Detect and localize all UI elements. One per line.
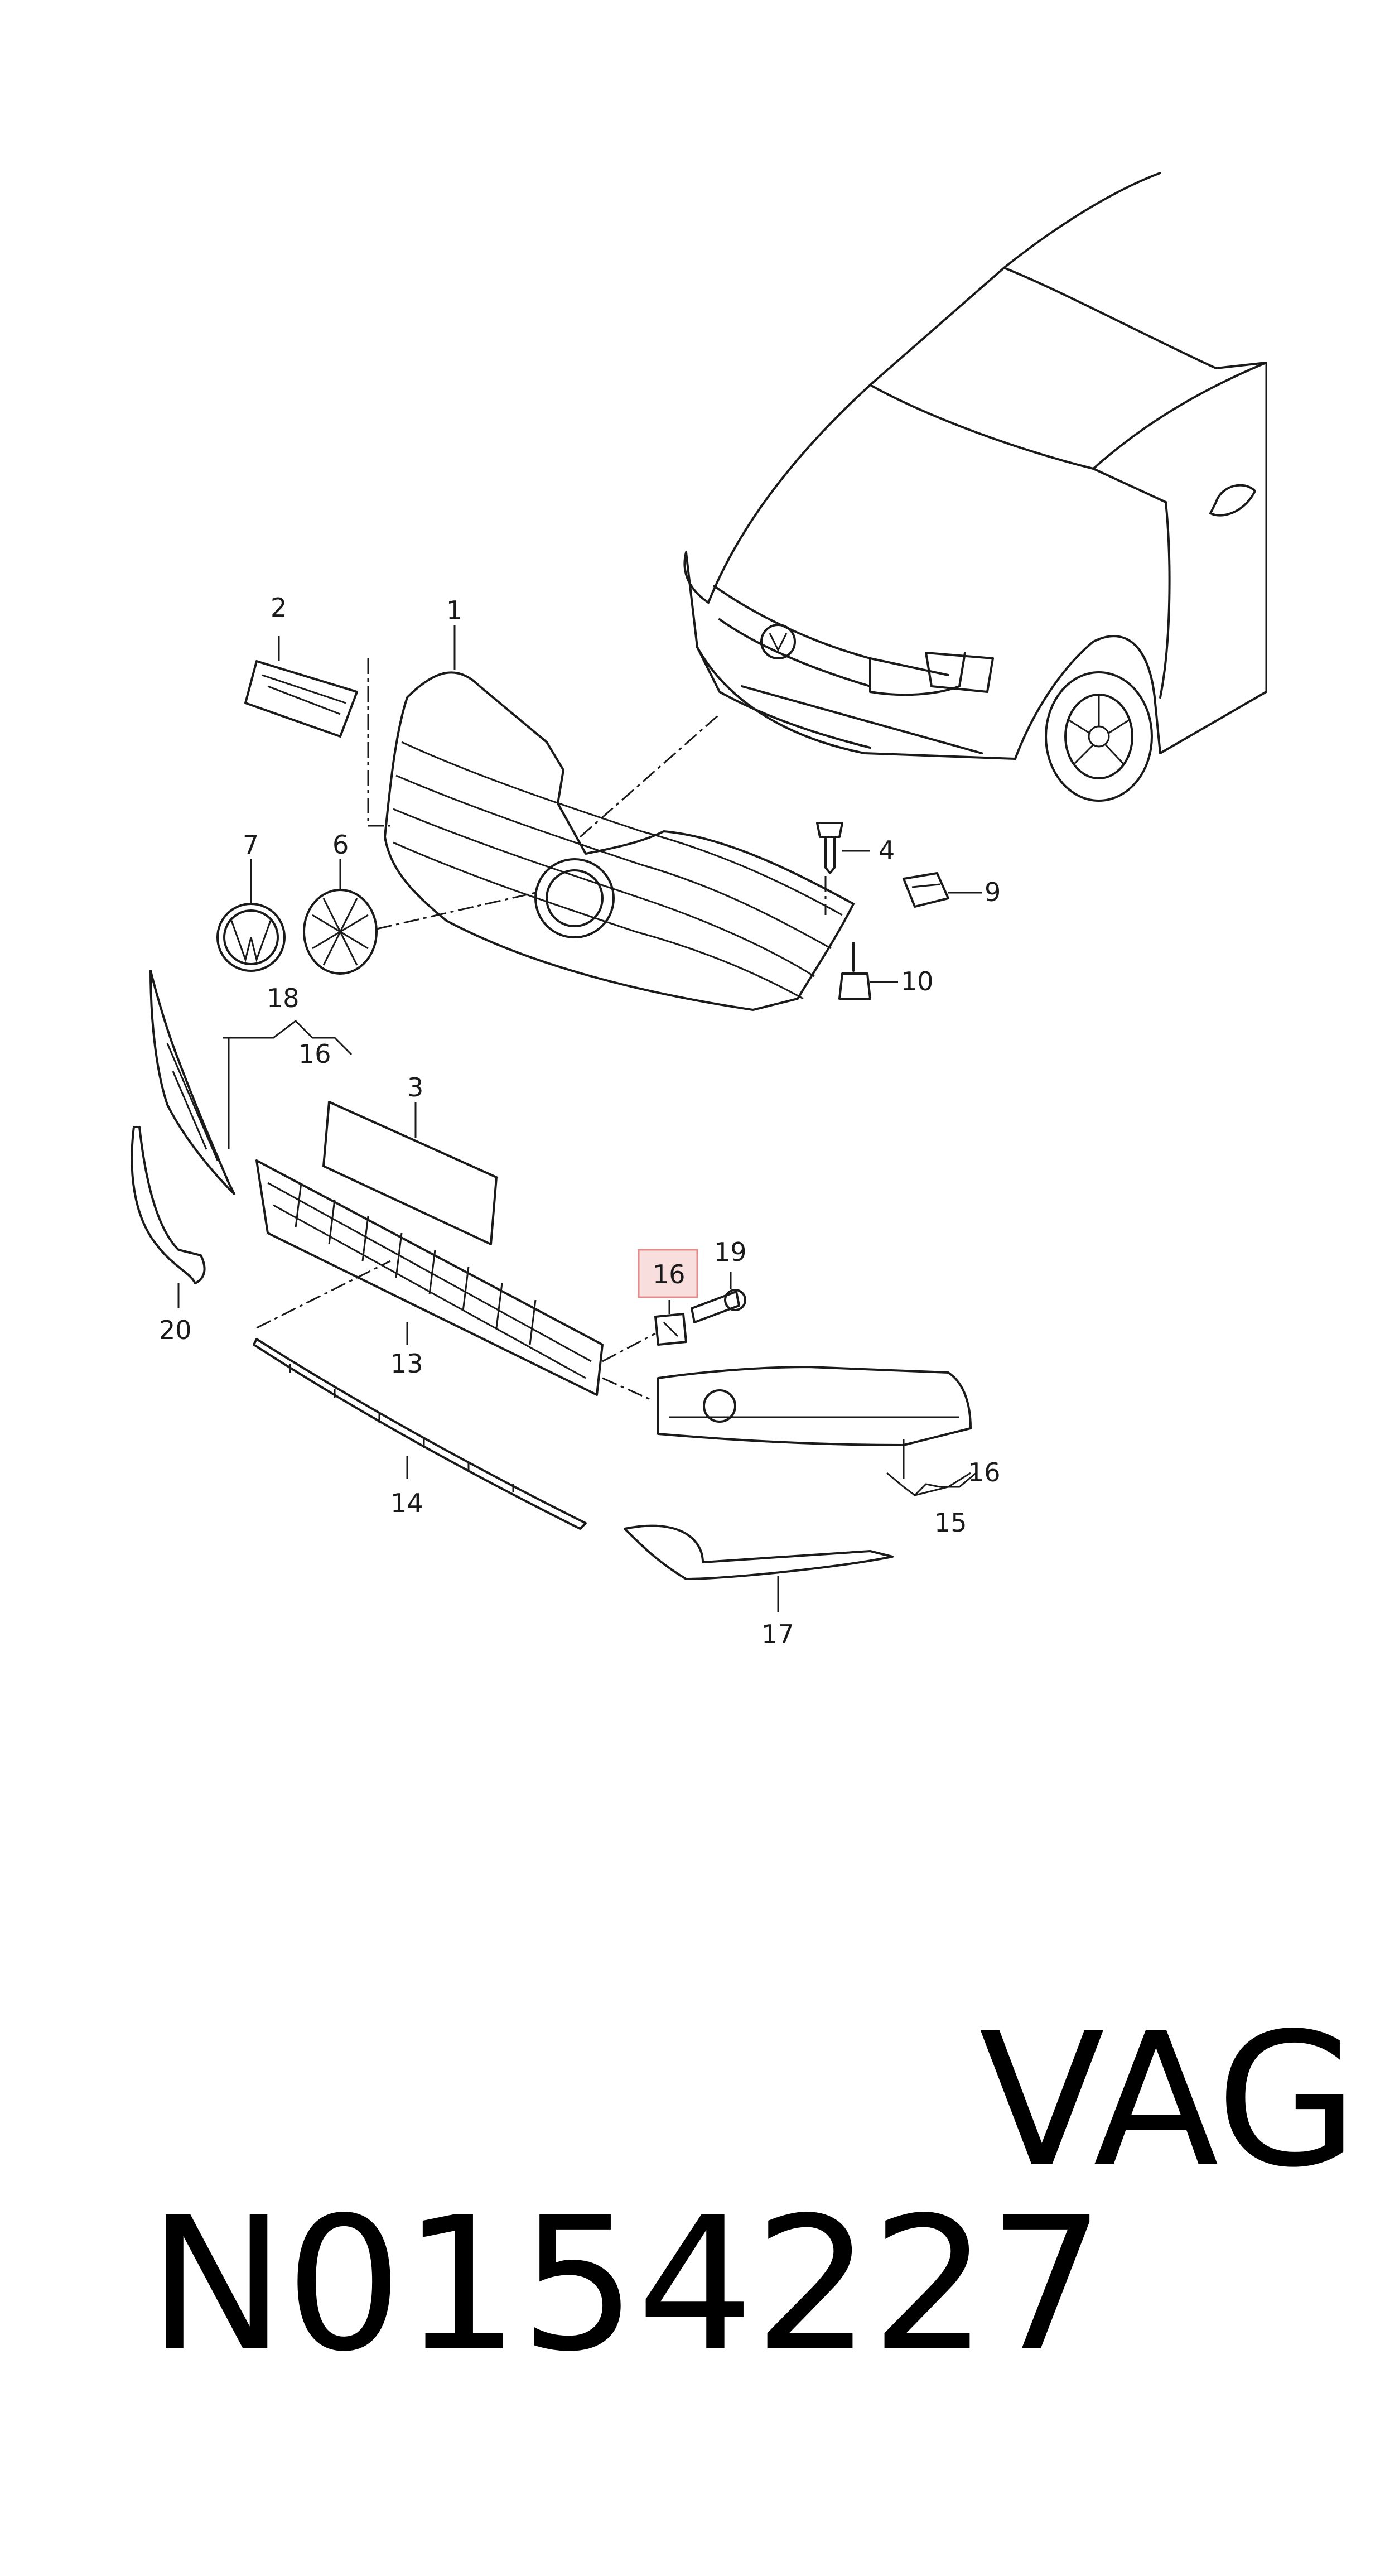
callout-14: 14 <box>390 1488 423 1518</box>
upper-grille <box>384 625 855 1011</box>
callout-7: 7 <box>243 830 259 860</box>
callout-6: 6 <box>332 830 349 860</box>
car-illustration <box>683 172 1267 802</box>
callout-10: 10 <box>901 966 934 996</box>
callout-18: 18 <box>267 983 300 1013</box>
callout-20: 20 <box>159 1315 192 1345</box>
clip-part-16 <box>654 1300 687 1346</box>
strip-part-14 <box>253 1338 587 1530</box>
clip-part-9 <box>903 872 982 908</box>
badge-part-7 <box>216 859 286 972</box>
footer: N0154227 VAG <box>31 1994 1369 2377</box>
badge-part-6 <box>303 859 378 975</box>
callout-13: 13 <box>390 1349 423 1379</box>
plate-holder-part-3 <box>322 1101 498 1245</box>
callout-9: 9 <box>985 877 1001 907</box>
callout-17: 17 <box>761 1619 794 1649</box>
part-number: N0154227 <box>147 2178 1106 2392</box>
parts-diagram: 1 2 3 4 6 7 9 10 13 14 15 16 16 16 17 18… <box>131 172 1267 1649</box>
lower-grille-part-13 <box>255 1159 604 1396</box>
screw-part-19 <box>691 1272 746 1323</box>
callout-4: 4 <box>879 835 895 865</box>
side-grille-left <box>149 970 235 1195</box>
screw-part-10 <box>838 942 898 1000</box>
callout-16-highlight: 16 <box>653 1259 686 1289</box>
callout-16-left: 16 <box>298 1039 331 1069</box>
highlight-box <box>638 1249 698 1298</box>
callout-15: 15 <box>934 1508 967 1538</box>
trim-part-17 <box>624 1524 894 1612</box>
fog-grille-part-15 <box>657 1366 977 1496</box>
brand-name: VAG <box>979 1994 1359 2208</box>
screw-part-4 <box>816 822 870 874</box>
callout-3: 3 <box>407 1072 423 1102</box>
bracket-part-2 <box>244 636 358 738</box>
callout-2: 2 <box>271 593 287 623</box>
callout-1: 1 <box>446 595 462 625</box>
callout-19: 19 <box>714 1237 747 1267</box>
trim-part-20 <box>131 1126 206 1308</box>
callout-16-right: 16 <box>968 1457 1001 1487</box>
